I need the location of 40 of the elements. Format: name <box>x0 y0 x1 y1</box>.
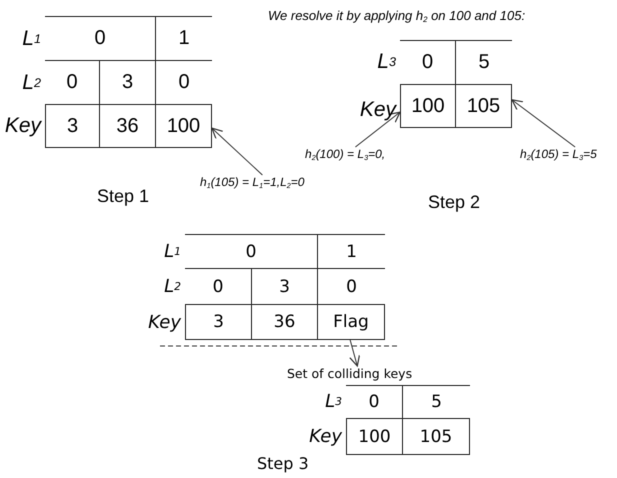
formula-text: h$_{2}$(100) = L$_{3}$=0, <box>305 147 386 162</box>
table-cell: 36 <box>100 104 156 148</box>
formula-text: h$_{2}$(105) = L$_{3}$=5 <box>520 147 597 162</box>
table-cell: 3 <box>252 269 318 304</box>
table-cell-text: 0 <box>177 70 191 95</box>
table-cell: 1 <box>318 234 385 269</box>
table-cell: 0 <box>45 16 156 61</box>
table-cell: 3 <box>45 104 100 148</box>
row-header: Key <box>308 425 344 449</box>
table-cell: 1 <box>156 16 212 61</box>
arrow <box>211 128 263 176</box>
table-cell: 100 <box>156 104 212 148</box>
row-header: Key <box>147 310 182 334</box>
arrow <box>349 340 360 367</box>
table-cell: 0 <box>185 234 318 269</box>
table-cell: 36 <box>252 304 318 340</box>
step-caption: Step 3 <box>257 454 309 474</box>
step-caption: Step 2 <box>428 192 480 214</box>
table-cell-text: 0 <box>345 276 358 298</box>
table-cell: 100 <box>400 84 456 128</box>
table-cell: 105 <box>456 84 512 128</box>
table-cell: 0 <box>346 385 403 418</box>
formula-text: h$_{1}$(105) = L$_{1}$=1,L$_{2}$=0 <box>200 175 304 190</box>
table-cell: 100 <box>346 418 403 455</box>
table-cell: 0 <box>400 40 456 84</box>
caption-text: Set of colliding keys <box>287 366 412 381</box>
table-cell: 3 <box>100 61 156 104</box>
table-cell: 5 <box>403 385 470 418</box>
arrow <box>511 99 576 148</box>
table-cell: Flag <box>318 304 385 340</box>
step-caption: Step 1 <box>97 186 150 208</box>
table-cell: 0 <box>45 61 100 104</box>
table-cell: 5 <box>456 40 512 84</box>
row-header: Key <box>358 97 398 123</box>
table-cell: 3 <box>185 304 252 340</box>
table-cell: 0 <box>185 269 252 304</box>
note-text: We resolve it by applying h$_{2}$ on 100 and 105: <box>268 8 526 24</box>
table-cell: 105 <box>403 418 470 455</box>
row-header: Key <box>4 113 43 139</box>
arrow <box>354 112 401 148</box>
